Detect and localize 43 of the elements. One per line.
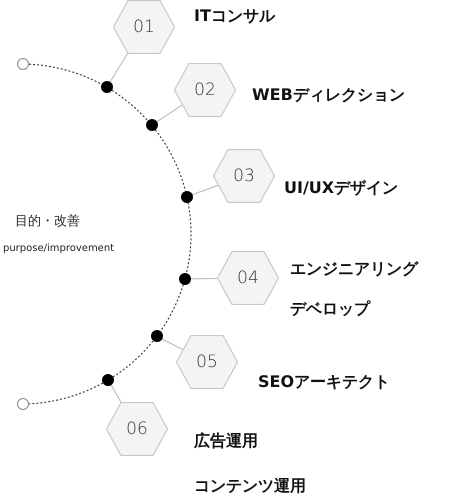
step-number: 04 (237, 268, 259, 288)
dotted-arc (186, 202, 192, 274)
hexagon-badge (213, 149, 275, 203)
goal-subheading: purpose/improvement (3, 243, 114, 254)
service-title: SEOアーキテクト (258, 372, 390, 393)
service-title: デベロップ (290, 299, 370, 320)
step-number: 02 (194, 80, 216, 100)
hexagon-badge (106, 402, 168, 456)
connector-line (162, 338, 184, 350)
dotted-arc (112, 340, 154, 378)
open-circle (17, 398, 30, 410)
dotted-arc (154, 130, 186, 191)
connector-line (192, 184, 218, 196)
connector-line (109, 53, 128, 82)
dot (178, 272, 191, 285)
service-title: 広告運用 (194, 431, 258, 452)
dot (100, 81, 113, 94)
connector-line (190, 278, 218, 280)
connector-line (156, 104, 183, 122)
dot (180, 190, 193, 203)
open-circle (17, 58, 30, 70)
dotted-arc (112, 90, 148, 122)
step-number: 03 (233, 166, 255, 186)
step-number: 06 (126, 419, 148, 439)
hexagon-badge (217, 251, 279, 305)
goal-heading: 目的・改善 (15, 213, 80, 230)
service-title: WEBディレクション (252, 85, 405, 106)
service-title: エンジニアリング (290, 259, 418, 280)
connector-line (110, 384, 122, 402)
dot (146, 119, 158, 132)
hexagon-badge (174, 63, 236, 117)
step-number: 05 (196, 352, 218, 372)
service-title: コンテンツ運用 (194, 476, 306, 497)
dotted-arc (29, 64, 102, 85)
dotted-arc (160, 284, 184, 332)
step-number: 01 (133, 17, 155, 37)
service-title: ITコンサル (194, 6, 275, 27)
hexagon-badge (176, 335, 238, 389)
dot (150, 330, 163, 342)
service-title: UI/UXデザイン (284, 178, 398, 199)
hexagon-badge (113, 0, 175, 54)
dot (102, 374, 114, 386)
dotted-arc (29, 382, 104, 404)
